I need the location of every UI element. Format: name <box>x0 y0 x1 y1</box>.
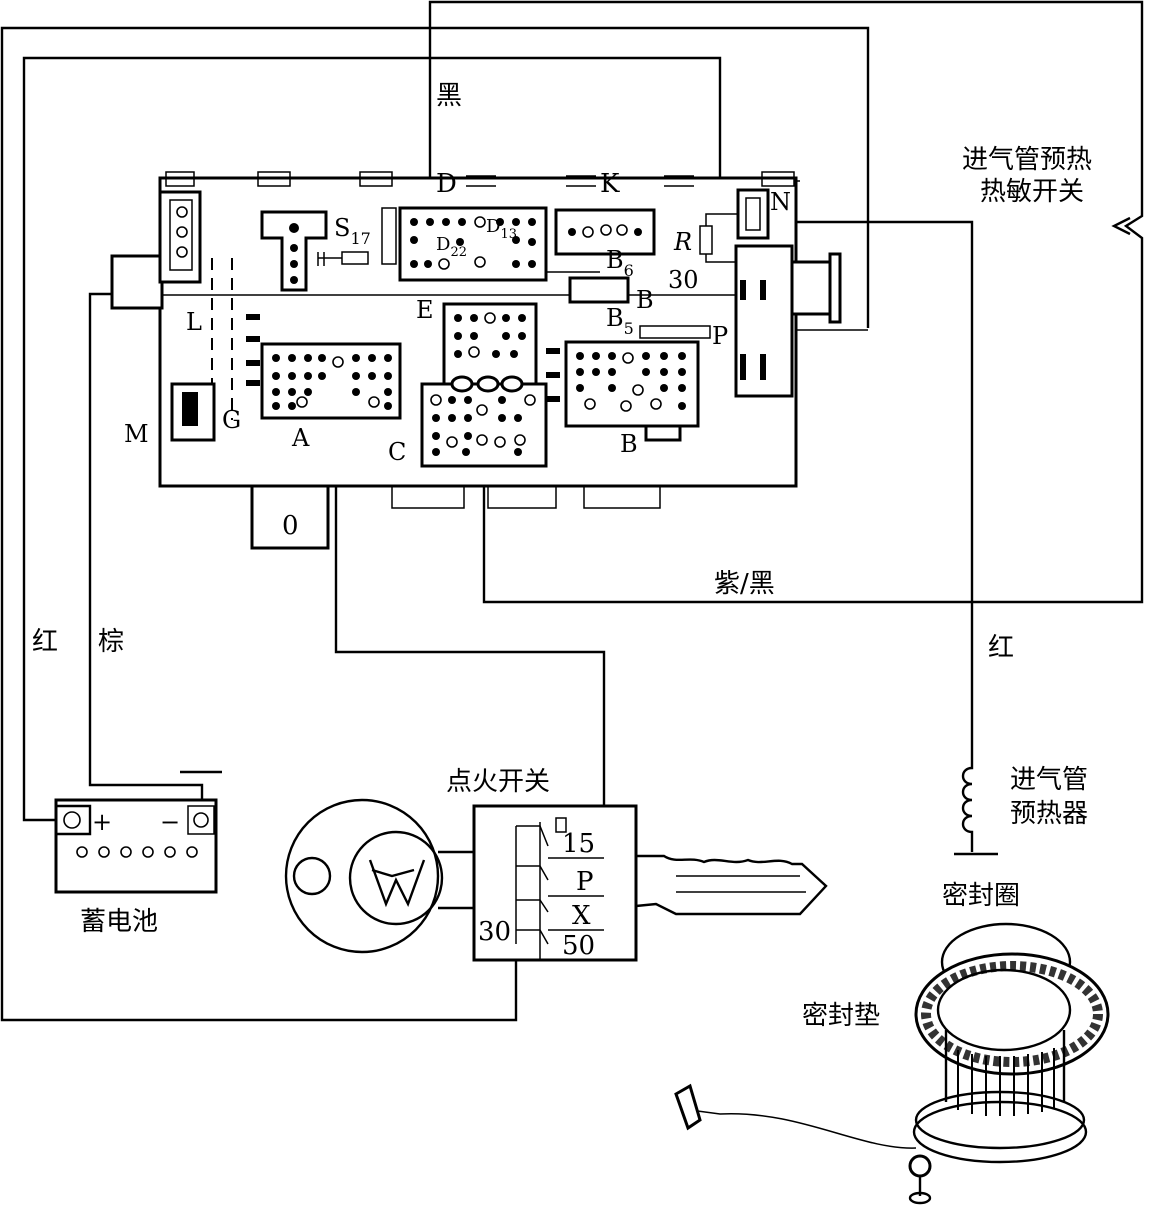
label-a: A <box>291 424 310 452</box>
seal-assembly <box>674 922 1110 1205</box>
ign-terminal-p: P <box>576 867 594 897</box>
label-m: M <box>124 420 149 448</box>
battery-cell-caps <box>76 846 198 858</box>
label-n: N <box>770 188 791 216</box>
label-g: G <box>222 406 241 434</box>
label-b: B <box>620 430 638 458</box>
battery-minus: − <box>160 808 180 836</box>
wire-black <box>428 0 1144 262</box>
label-p: P <box>712 322 728 350</box>
battery-plus: + <box>92 808 112 836</box>
ign-terminal-50: 50 <box>562 931 595 961</box>
label-zero: 0 <box>282 511 299 541</box>
battery-label: 蓄电池 <box>80 907 158 937</box>
wire-label-brown: 棕 <box>98 627 124 657</box>
battery <box>54 770 222 894</box>
wire-battery-red-inner <box>22 56 722 822</box>
ignition-switch <box>284 798 828 962</box>
thermo-switch-label-1: 进气管预热 <box>962 145 1092 175</box>
ign-terminal-x: X <box>572 901 591 931</box>
b5-connector-pins <box>454 312 526 358</box>
text-labels: 黑 紫/黑 红 棕 红 进气管预热 热敏开关 进气管 预热器 点火开关 蓄电池 … <box>32 81 1092 1031</box>
wire-label-black: 黑 <box>436 81 462 111</box>
ignition-switch-label: 点火开关 <box>446 767 550 797</box>
thermo-switch <box>1111 200 1144 240</box>
label-k: K <box>600 169 620 199</box>
gasket-label: 密封垫 <box>802 1001 880 1031</box>
c-connector-pins <box>430 394 536 456</box>
preheater-label-2: 预热器 <box>1010 799 1088 829</box>
label-b-plain: B <box>636 286 654 314</box>
wire-label-red-left: 红 <box>32 627 58 657</box>
preheater <box>954 760 998 856</box>
label-r: R <box>673 228 692 256</box>
wire-label-purple-black: 紫/黑 <box>714 569 775 599</box>
ign-terminal-30: 30 <box>478 917 511 947</box>
label-b5: B5 <box>606 304 634 338</box>
label-c: C <box>388 438 406 466</box>
label-d13: D13 <box>486 216 517 242</box>
ign-terminal-15: 15 <box>562 829 595 859</box>
label-b6: B6 <box>606 246 634 280</box>
label-d22: D22 <box>436 234 467 260</box>
label-d: D <box>436 169 457 199</box>
label-30-relay: 30 <box>668 266 699 294</box>
a-connector-pins <box>272 354 392 410</box>
label-e: E <box>416 296 434 324</box>
wire-label-red-right: 红 <box>988 633 1014 663</box>
preheater-label-1: 进气管 <box>1010 765 1088 795</box>
wire-battery-red-outer <box>0 26 870 1022</box>
label-s17: S17 <box>334 214 371 248</box>
b-connector-pins <box>576 352 686 412</box>
wire-red-preheater <box>760 220 974 760</box>
relay-box <box>110 171 842 550</box>
thermo-switch-label-2: 热敏开关 <box>980 177 1084 207</box>
seal-ring-label: 密封圈 <box>942 881 1020 911</box>
wire-purple-black <box>482 240 1144 604</box>
d-connector-pins <box>410 216 536 270</box>
label-l: L <box>186 308 202 336</box>
